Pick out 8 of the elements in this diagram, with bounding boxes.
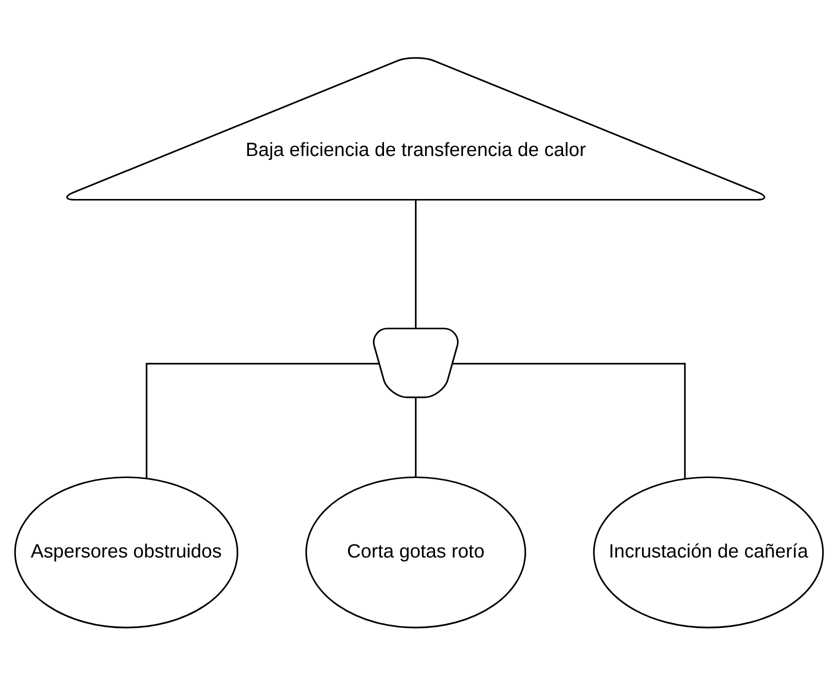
node-ellipse: Aspersores obstruidos xyxy=(14,476,238,628)
connector xyxy=(146,362,379,478)
connector xyxy=(414,398,417,478)
connector xyxy=(452,362,686,478)
node-gate xyxy=(372,328,459,398)
connector xyxy=(414,200,417,328)
node-ellipse: Incrustación de cañería xyxy=(593,476,824,628)
node-ellipse: Corta gotas roto xyxy=(305,476,526,628)
